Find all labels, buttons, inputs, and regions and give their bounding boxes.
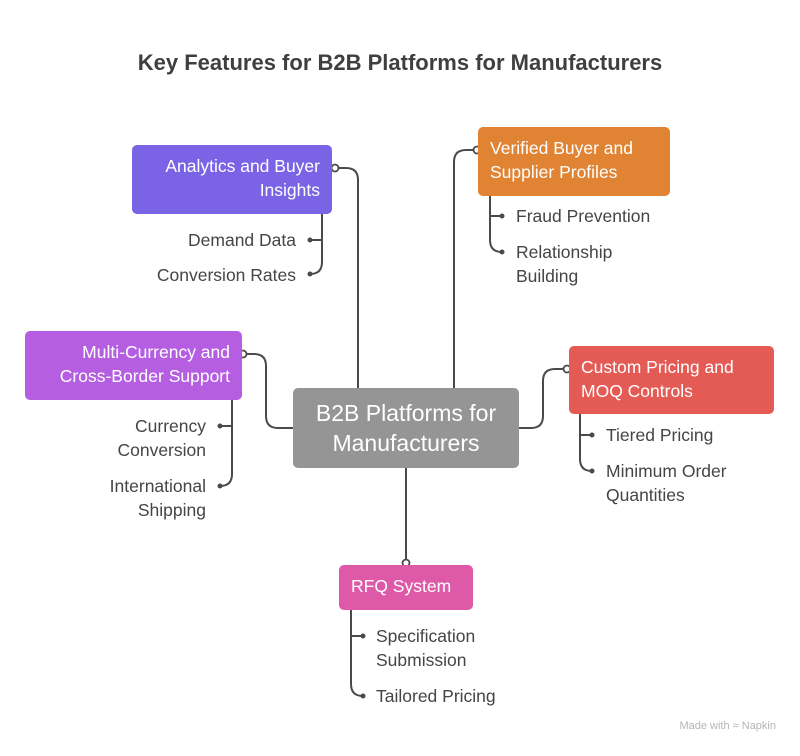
leaf-fraud-prevention: Fraud Prevention [516, 206, 651, 226]
leaf-line1: Relationship [516, 242, 613, 262]
connector-multicurrency [246, 353, 294, 429]
central-topic-line2: Manufacturers [332, 430, 480, 456]
leaf-line2: Quantities [606, 485, 685, 505]
watermark-text: Made with [679, 720, 730, 732]
leaf-international-shipping: International Shipping [110, 474, 206, 522]
branch-label-line2: Cross-Border Support [59, 366, 230, 386]
central-topic-line1: B2B Platforms for [315, 400, 497, 426]
leaf-line2: Building [516, 266, 579, 286]
leaf-tailored-pricing: Tailored Pricing [376, 686, 496, 706]
leaf-conversion-rates: Conversion Rates [156, 265, 296, 285]
leaf-line1: Minimum Order [606, 461, 727, 481]
leaf-line2: Shipping [137, 500, 206, 520]
branch-label-line1: Custom Pricing and [581, 357, 734, 377]
connector-pricing-children [579, 414, 593, 472]
branch-label-line2: MOQ Controls [581, 381, 693, 401]
branch-label-line2: Supplier Profiles [490, 162, 618, 182]
connector-rfq-children [350, 610, 364, 697]
napkin-logo-icon: ≈ [732, 720, 739, 732]
watermark-brand: Napkin [741, 720, 776, 732]
leaf-relationship-building: Relationship Building [516, 240, 612, 288]
napkin-watermark: Made with ≈ Napkin [679, 720, 776, 732]
branch-label: RFQ System [351, 576, 452, 596]
leaf-line2: Submission [376, 650, 467, 670]
connector-analytics-children [309, 214, 323, 275]
leaf-currency-conversion: Currency Conversion [117, 414, 206, 462]
connector-verified [453, 149, 474, 388]
branch-node-rfq[interactable]: RFQ System [339, 565, 473, 610]
branch-label-line2: Insights [259, 180, 320, 200]
leaf-line1: International [109, 476, 206, 496]
branch-node-verified[interactable]: Verified Buyer and Supplier Profiles [478, 127, 670, 196]
diagram-title: Key Features for B2B Platforms for Manuf… [137, 50, 663, 75]
leaf-specification-submission: Specification Submission [376, 624, 475, 672]
connector-pricing [519, 368, 564, 429]
branch-node-pricing[interactable]: Custom Pricing and MOQ Controls [569, 346, 774, 414]
leaf-demand-data: Demand Data [188, 230, 296, 250]
leaf-minimum-order-quantities: Minimum Order Quantities [606, 459, 727, 507]
leaf-line2: Conversion [117, 440, 206, 460]
branch-node-analytics[interactable]: Analytics and Buyer Insights [132, 145, 332, 214]
connector-verified-children [489, 196, 503, 253]
leaf-line1: Currency [135, 416, 206, 436]
branch-label-line1: Analytics and Buyer [165, 156, 320, 176]
connector-multicurrency-children [219, 400, 233, 487]
central-topic-node[interactable]: B2B Platforms for Manufacturers [293, 388, 519, 468]
branch-node-multicurrency[interactable]: Multi-Currency and Cross-Border Support [25, 331, 242, 400]
branch-label-line1: Multi-Currency and [82, 342, 230, 362]
branch-label-line1: Verified Buyer and [490, 138, 634, 158]
leaf-tiered-pricing: Tiered Pricing [606, 425, 714, 445]
leaf-line1: Specification [376, 626, 476, 646]
connector-analytics [338, 167, 359, 388]
